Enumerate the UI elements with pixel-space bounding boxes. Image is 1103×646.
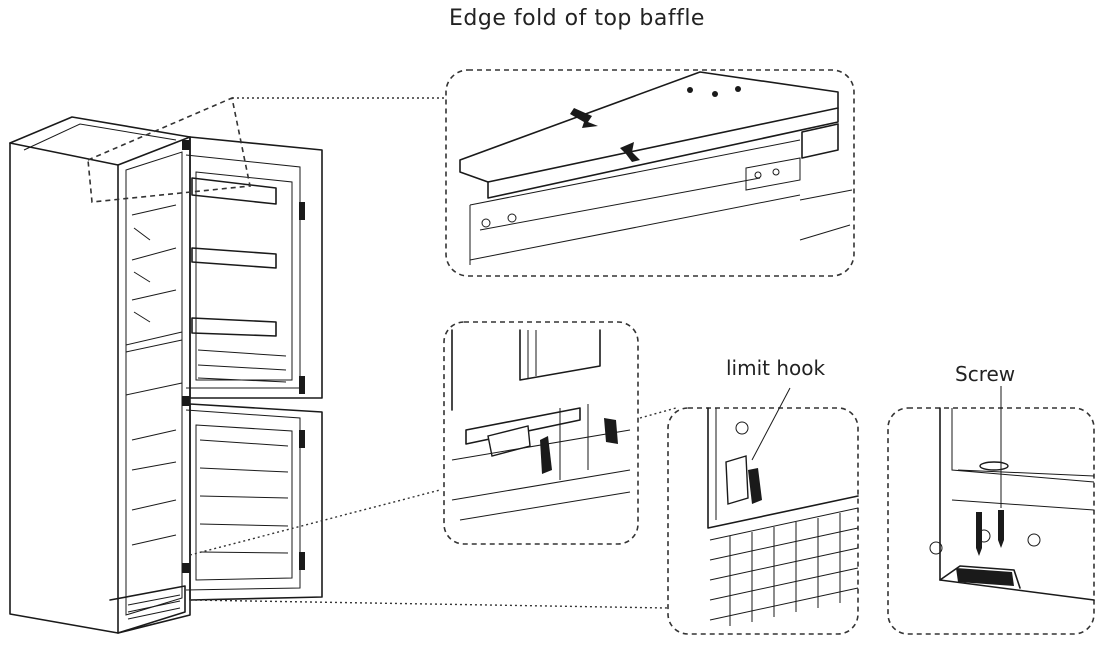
connector-line-hook: [639, 407, 677, 419]
screw-label: Screw: [955, 362, 1016, 386]
connector-line-middle: [189, 489, 441, 556]
limit-hook-label: limit hook: [726, 356, 826, 380]
screw-icon: [976, 512, 982, 556]
detail-screw: [887, 386, 1095, 635]
refrigerator-illustration: [9, 96, 323, 634]
screw-icon: [998, 510, 1004, 548]
arrow-icon: [620, 142, 640, 162]
detail-limit-hook: [667, 387, 859, 635]
detail-top-baffle: [445, 69, 855, 277]
detail-title-label: Edge fold of top baffle: [449, 6, 705, 31]
arrow-icon: [570, 108, 598, 128]
limit-hook-icon: [748, 468, 762, 504]
detail-lower-hinge: [443, 321, 639, 545]
connector-line-bottom: [189, 599, 669, 609]
